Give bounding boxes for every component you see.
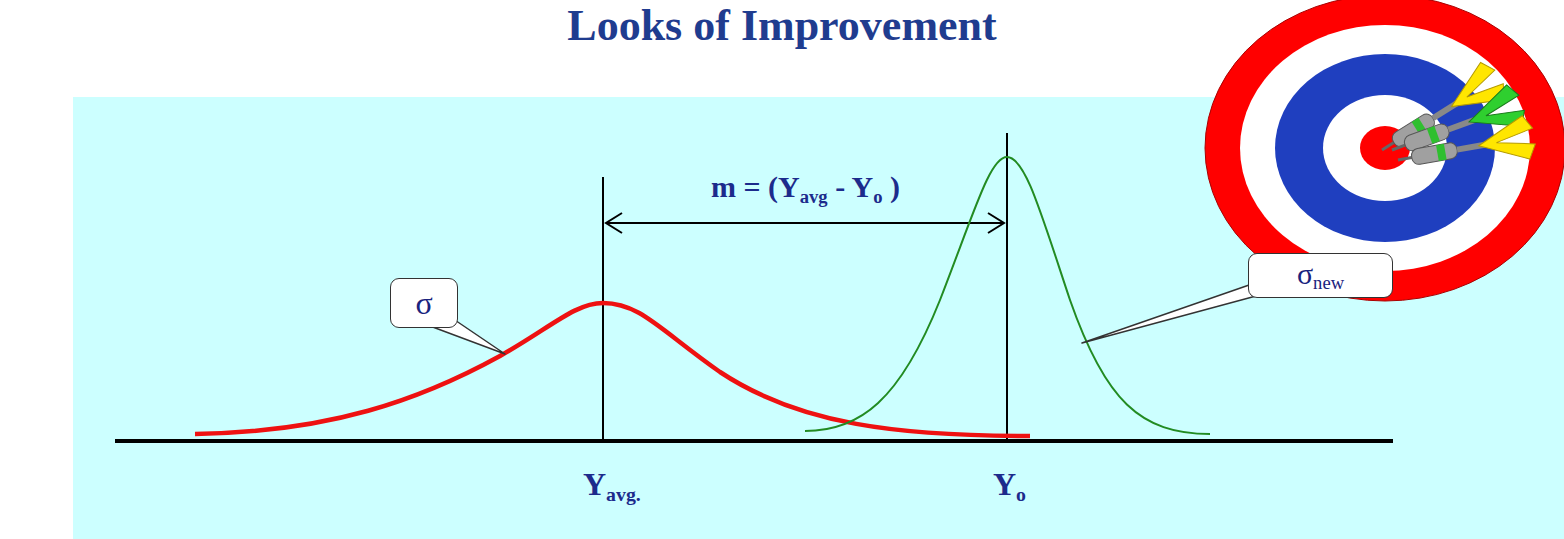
label-text: - Y — [828, 170, 874, 203]
label-text: Y — [583, 466, 606, 502]
target-ring — [1205, 0, 1564, 301]
label-text: avg. — [606, 483, 641, 505]
callout-text: σ — [1297, 257, 1313, 290]
target-ring — [1275, 54, 1495, 242]
dart — [1394, 114, 1538, 181]
label-text: avg — [800, 186, 828, 207]
label-text: Y — [993, 466, 1016, 502]
dimension-arrow — [606, 213, 1004, 233]
dartboard — [1205, 0, 1564, 301]
axis-label: Yavg. — [583, 466, 641, 506]
label-text: ) — [882, 170, 900, 203]
label-text: o — [873, 186, 882, 207]
callout-text: new — [1313, 272, 1344, 293]
callout-text: σ — [415, 285, 432, 321]
axis-label: Yo — [993, 466, 1026, 506]
callout-box: σnew — [1248, 253, 1393, 298]
callout-text-group: σ — [415, 285, 432, 322]
label-text: m = (Y — [711, 170, 800, 203]
narrow-distribution-curve — [805, 157, 1210, 434]
callout-box: σ — [390, 278, 458, 328]
diagram-title: Looks of Improvement — [0, 0, 1564, 51]
callout-text-group: σnew — [1297, 257, 1344, 295]
target-line — [1006, 133, 1008, 441]
dimension-label: m = (Yavg - Yo ) — [711, 170, 900, 208]
label-text: o — [1016, 483, 1026, 505]
axis-line — [115, 439, 1393, 443]
callout-tail — [1082, 284, 1256, 343]
mean-line — [602, 177, 604, 441]
